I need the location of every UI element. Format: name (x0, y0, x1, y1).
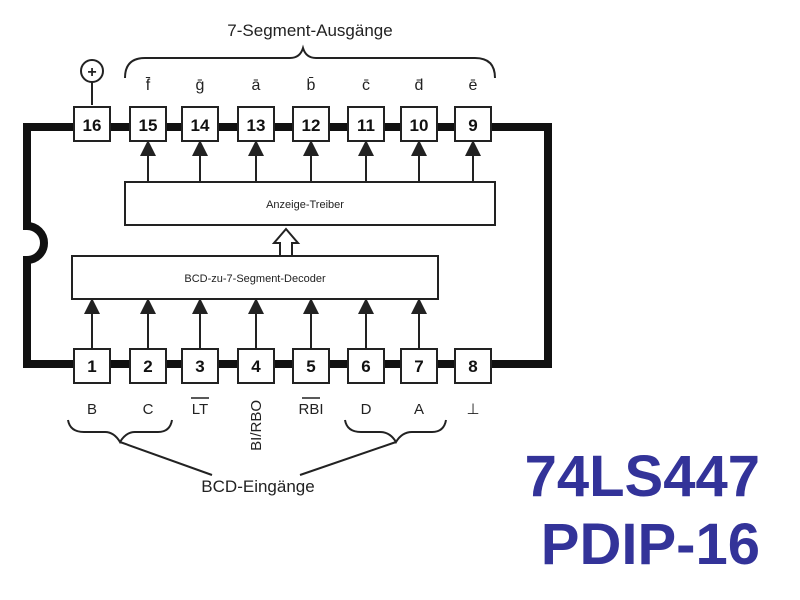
pin-number: 3 (195, 357, 204, 376)
pin-number: 10 (410, 116, 429, 135)
part-number: 74LS447 (524, 444, 760, 509)
top-pin-14: 14 ḡ (181, 77, 219, 182)
pin-label: LT (192, 401, 208, 418)
decoder-block (71, 255, 439, 300)
pin-label: BI/RBO (248, 400, 265, 451)
top-pin-16: 16 (73, 106, 111, 142)
pin-number: 6 (361, 357, 370, 376)
bottom-brace-right (344, 419, 447, 444)
bottom-pin-1: 1B (73, 298, 111, 418)
ic-body (23, 123, 552, 368)
bottom-pin-6: 6D (347, 298, 385, 418)
bottom-pin-4: 4BI/RBO (237, 298, 275, 451)
segment-label: ā (252, 77, 261, 94)
bottom-pin-2: 2C (129, 298, 167, 418)
segment-label: ḡ (196, 77, 205, 94)
segment-label: b̄ (307, 77, 316, 94)
decoder-to-driver-arrow (271, 227, 301, 257)
vcc-plus-sign: + (87, 64, 96, 81)
pin-number: 2 (143, 357, 152, 376)
pin-number: 14 (191, 116, 210, 135)
driver-block-label: Anzeige-Treiber (266, 199, 344, 211)
pin-number: 11 (357, 116, 375, 135)
pin-box (454, 348, 492, 384)
pin-number: 13 (247, 116, 266, 135)
bottom-connector-right (299, 441, 397, 476)
pin-number: 7 (414, 357, 423, 376)
pin-box (400, 106, 438, 142)
pin-number: 1 (87, 357, 96, 376)
top-pin-13: 13 ā (237, 77, 275, 182)
pin-label: C (143, 401, 154, 418)
pin-box (292, 348, 330, 384)
pin-label: D (361, 401, 372, 418)
pin-number: 12 (302, 116, 321, 135)
bottom-connector-left (119, 441, 213, 476)
segment-label: ē (469, 77, 478, 94)
pin-number: 4 (251, 357, 261, 376)
segment-label: d̄ (415, 77, 424, 94)
pin-label: ⊥ (466, 401, 479, 418)
driver-block (124, 181, 496, 226)
title-top: 7-Segment-Ausgänge (227, 21, 392, 40)
top-pin-15: 15 f̄ (129, 77, 167, 182)
title-bottom: BCD-Eingänge (201, 477, 314, 496)
pin-label: RBI (298, 401, 323, 418)
pin-number: 9 (468, 116, 477, 135)
pin-label: A (414, 401, 424, 418)
package-name: PDIP-16 (540, 512, 760, 577)
pin-number: 15 (139, 116, 158, 135)
bottom-brace-left (67, 419, 173, 444)
bottom-pin-8: 8⊥ (454, 348, 492, 418)
pin-box (400, 348, 438, 384)
segment-label: f̄ (145, 77, 151, 94)
decoder-block-label: BCD-zu-7-Segment-Decoder (184, 273, 326, 285)
bottom-pin-3: 3LT (181, 298, 219, 418)
pin-number: 16 (83, 116, 102, 135)
top-pin-9: 9ē (454, 77, 492, 182)
top-pin-11: 11 c̄ (347, 77, 385, 182)
pin-box (292, 106, 330, 142)
pin-box (73, 348, 111, 384)
top-brace (124, 44, 496, 79)
top-pin-10: 10 d̄ (400, 77, 438, 182)
pin-box (181, 348, 219, 384)
pin-box (181, 106, 219, 142)
pin-box (73, 106, 111, 142)
pin-number: 8 (468, 357, 477, 376)
segment-label: c̄ (362, 77, 370, 94)
bottom-pin-7: 7A (400, 298, 438, 418)
pin-label: B (87, 401, 97, 418)
pin-number: 5 (306, 357, 315, 376)
pin-box (237, 106, 275, 142)
top-pin-12: 12 b̄ (292, 77, 330, 182)
